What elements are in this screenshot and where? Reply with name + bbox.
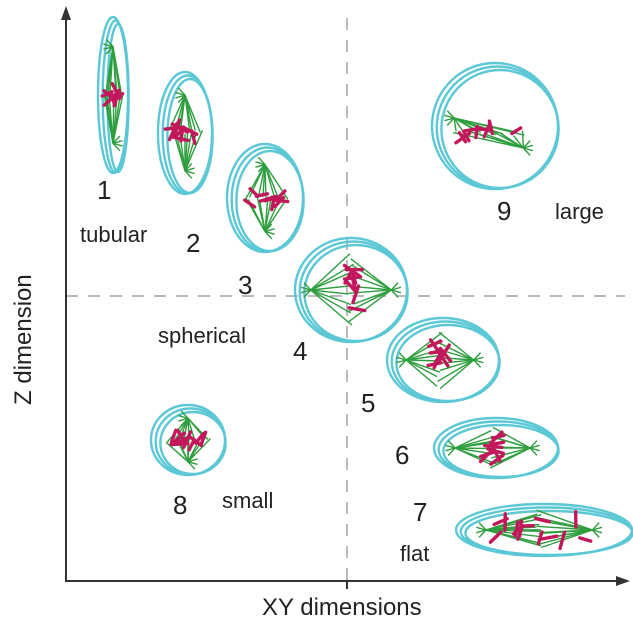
x-axis-arrowhead xyxy=(616,576,630,586)
cell-9-spindle-fibre xyxy=(523,131,524,148)
cell-7-chromosome xyxy=(542,536,557,539)
y-axis-title: Z dimension xyxy=(10,274,38,405)
cell-2-number: 2 xyxy=(186,228,200,259)
cell-5-number: 5 xyxy=(361,388,375,419)
cell-5-spindle-fibre xyxy=(406,360,437,377)
axes xyxy=(61,6,630,589)
cell-8-number: 8 xyxy=(173,490,187,521)
cell-6 xyxy=(434,418,559,478)
cell-5 xyxy=(387,318,500,402)
cell-8 xyxy=(151,405,226,475)
y-axis-arrowhead xyxy=(61,6,71,20)
cell-6-number: 6 xyxy=(395,440,409,471)
cell-1 xyxy=(98,17,129,173)
cell-7-number: 7 xyxy=(413,497,427,528)
descriptor-small: small xyxy=(222,488,273,514)
cell-1-number: 1 xyxy=(97,175,111,206)
cell-2 xyxy=(158,72,213,194)
cell-3 xyxy=(227,144,304,252)
cell-9 xyxy=(432,63,559,189)
quadrant-dividers xyxy=(66,18,625,580)
descriptor-flat: flat xyxy=(400,541,429,567)
cell-4 xyxy=(295,238,408,342)
cell-7-chromosome xyxy=(580,538,591,541)
cells xyxy=(98,17,633,556)
x-axis-title: XY dimensions xyxy=(262,594,422,622)
cell-4-spindle-fibre xyxy=(311,254,350,290)
cell-7 xyxy=(456,504,633,556)
descriptor-spherical: spherical xyxy=(158,323,246,349)
cell-9-chromosome xyxy=(512,128,521,134)
cell-9-number: 9 xyxy=(497,196,511,227)
descriptor-large: large xyxy=(555,199,604,225)
cell-7-chromosome xyxy=(490,532,500,542)
cell-7-chromosome xyxy=(560,532,564,548)
cell-3-chromosome xyxy=(272,197,274,209)
cell-2-chromosome xyxy=(172,137,188,140)
cell-3-number: 3 xyxy=(238,270,252,301)
cell-7-chromosome xyxy=(536,519,550,522)
cell-6-chromosome xyxy=(493,435,504,438)
cell-4-number: 4 xyxy=(293,336,307,367)
descriptor-tubular: tubular xyxy=(80,222,147,248)
